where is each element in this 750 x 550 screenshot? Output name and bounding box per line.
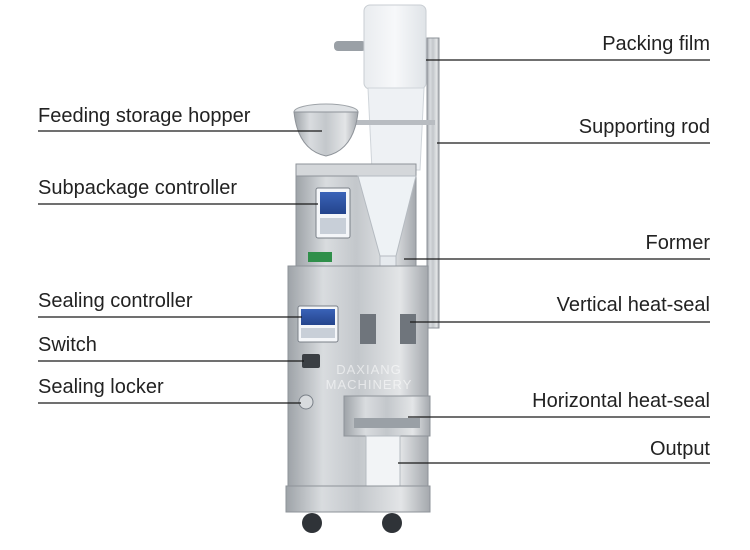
sealing-locker: [298, 394, 314, 410]
vertical-heat-seal-left: [360, 314, 376, 344]
supporting-rod: [426, 37, 440, 329]
packing-film-roll: [363, 4, 427, 90]
machine-base: [285, 485, 431, 513]
feeding-storage-hopper: [293, 111, 359, 157]
label-former: Former: [645, 232, 710, 254]
film-roll-shaft: [334, 41, 366, 51]
label-supporting-rod: Supporting rod: [578, 116, 710, 138]
upper-cabinet-header: [295, 163, 417, 177]
wheel-right: [382, 513, 402, 533]
wheel-left: [302, 513, 322, 533]
label-sealing-controller: Sealing controller: [38, 290, 193, 312]
sealing-display: [301, 309, 335, 325]
lower-cabinet: [287, 265, 429, 489]
horizontal-heat-seal: [343, 395, 431, 437]
label-sealing-locker: Sealing locker: [38, 376, 164, 398]
leader-lines: [38, 59, 710, 464]
sealing-keys: [301, 328, 335, 338]
watermark: DAXIANG MACHINERY: [325, 362, 413, 392]
subpackage-keypad: [320, 218, 346, 234]
switch: [302, 354, 320, 368]
label-switch: Switch: [38, 334, 97, 356]
packing-film-web: [367, 87, 425, 171]
label-feeding-storage-hopper: Feeding storage hopper: [38, 105, 251, 127]
green-indicator: [308, 252, 332, 262]
horizontal-heat-seal-grill: [354, 418, 420, 428]
film-guide-bar: [350, 120, 435, 125]
output-chute: [365, 435, 401, 487]
label-packing-film: Packing film: [602, 33, 710, 55]
label-vertical-heat-seal: Vertical heat-seal: [556, 294, 710, 316]
subpackage-display: [320, 192, 346, 214]
label-subpackage-controller: Subpackage controller: [38, 177, 238, 199]
label-output: Output: [649, 438, 710, 460]
vertical-heat-seal-right: [400, 314, 416, 344]
label-horizontal-heat-seal: Horizontal heat-seal: [532, 390, 710, 412]
